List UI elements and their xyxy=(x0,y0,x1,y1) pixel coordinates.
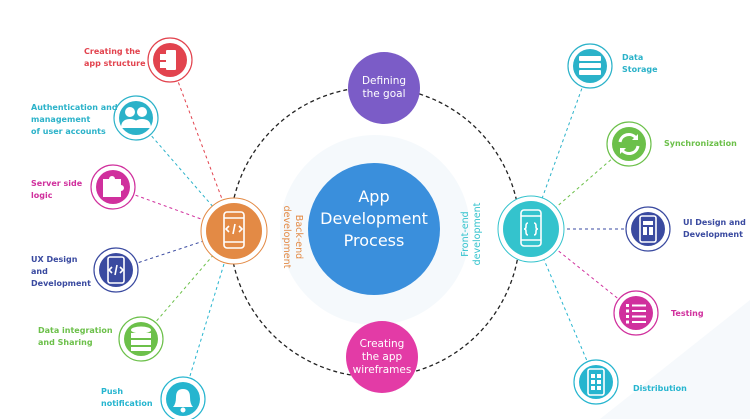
defining-goal-label: Defining the goal xyxy=(361,75,407,100)
right-item-label: Testing xyxy=(671,309,704,318)
right-item-label: Distribution xyxy=(633,384,687,393)
users-icon xyxy=(121,107,151,128)
left-item-label: UX Design and Development xyxy=(31,255,91,288)
left-item-label: Creating the app structure xyxy=(84,47,146,68)
satellite-node xyxy=(147,37,193,83)
satellite-node xyxy=(573,359,619,405)
satellite-node xyxy=(625,206,671,252)
frontend-label: Front-end development xyxy=(460,202,483,266)
storage-icon xyxy=(579,56,601,75)
satellite-node xyxy=(613,290,659,336)
connector-line xyxy=(135,117,235,232)
backend-label: Back-end development xyxy=(281,205,304,269)
satellite-node xyxy=(160,376,206,419)
defining-goal-circle xyxy=(348,52,420,124)
phone-code-icon xyxy=(107,256,125,284)
satellite-node xyxy=(567,43,613,89)
wireframes-label: Creating the app wireframes xyxy=(352,338,412,376)
satellite-node xyxy=(113,95,159,141)
satellite-node xyxy=(93,247,139,293)
database-icon xyxy=(131,326,151,351)
center-circle xyxy=(308,163,440,295)
structure-icon xyxy=(160,50,176,70)
satellite-node xyxy=(606,121,652,167)
right-item-label: Data Storage xyxy=(622,53,658,74)
left-item-label: Authentication and management of user ac… xyxy=(31,103,118,136)
checklist-icon xyxy=(626,304,646,324)
sync-icon xyxy=(618,133,640,155)
backend-hub xyxy=(200,197,268,265)
left-item-label: Data integration and Sharing xyxy=(38,326,113,347)
right-item-label: UI Design and Development xyxy=(683,218,746,239)
connector-line xyxy=(530,228,637,314)
satellite-node xyxy=(90,164,136,210)
ui-phone-icon xyxy=(639,215,657,243)
satellite-node xyxy=(118,316,164,362)
frontend-hub xyxy=(497,195,565,263)
phone-grid-icon xyxy=(587,368,605,396)
right-item-label: Synchronization xyxy=(664,139,737,148)
center-title: App Development Process xyxy=(320,187,428,250)
phone-code-icon xyxy=(223,211,245,249)
phone-braces-icon xyxy=(520,209,542,247)
puzzle-icon xyxy=(103,176,124,197)
left-item-label: Server side logic xyxy=(31,179,83,200)
left-item-label: Push notification xyxy=(101,387,153,408)
wireframes-circle xyxy=(346,321,418,393)
bell-icon xyxy=(173,389,193,413)
